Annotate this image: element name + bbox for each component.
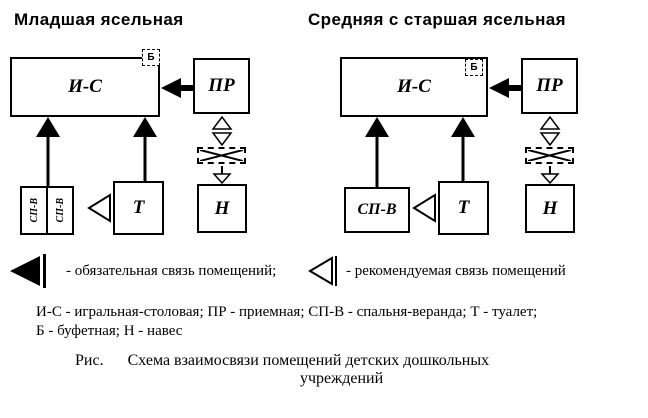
room-label-is: И-С	[397, 76, 431, 97]
definitions-line-1: И-С - игральная-столовая; ПР - приемная;…	[36, 304, 538, 320]
mandatory-up-arrow-icon	[133, 117, 157, 181]
cross-x-icon	[528, 150, 571, 161]
caption-line-2: учреждений	[300, 370, 384, 387]
room-box-pr: ПР	[193, 58, 250, 114]
recommended-down-arrow-icon	[540, 166, 560, 184]
mandatory-up-arrow-icon	[36, 117, 60, 186]
legend-recommended-arrow-icon	[308, 256, 337, 286]
room-label-b: Б	[470, 62, 478, 73]
recommended-vertical-arrow-icon	[539, 116, 561, 146]
room-box-b: Б	[142, 49, 160, 66]
legend-mandatory-label: - обязательная связь помещений;	[66, 263, 277, 279]
legend-recommended-label: - рекомендуемая связь помещений	[346, 263, 566, 279]
room-box-t: Т	[113, 181, 164, 235]
mandatory-left-arrow-icon	[161, 78, 194, 98]
mandatory-left-arrow-icon	[489, 78, 522, 98]
recommended-left-arrow-icon	[87, 193, 111, 223]
recommended-left-arrow-icon	[412, 193, 436, 223]
room-label-n: Н	[214, 197, 230, 219]
room-box-b: Б	[465, 59, 483, 76]
recommended-vertical-arrow-icon	[211, 116, 233, 146]
mandatory-up-arrow-icon	[365, 117, 389, 187]
room-label-b: Б	[147, 52, 155, 63]
legend-mandatory-arrow-icon	[10, 254, 46, 288]
room-label-spv-2: СП-В	[54, 198, 66, 223]
caption-line-1: Рис. Схема взаимосвязи помещений детских…	[75, 352, 490, 369]
room-box-spv-2: СП-В	[46, 186, 74, 235]
room-box-spv: СП-В	[344, 187, 410, 233]
crossed-link-box	[525, 147, 574, 164]
definitions-line-2: Б - буфетная; Н - навес	[36, 323, 183, 339]
recommended-down-arrow-icon	[212, 166, 232, 184]
figure-caption: Рис. Схема взаимосвязи помещений детских…	[75, 352, 595, 388]
room-box-spv-1: СП-В	[20, 186, 48, 235]
room-label-t: Т	[132, 197, 145, 218]
definitions-block: И-С - игральная-столовая; ПР - приемная;…	[36, 303, 537, 341]
crossed-link-box	[197, 147, 246, 164]
diagram-title-srednyaya: Средняя с старшая ясельная	[308, 10, 566, 29]
room-box-pr: ПР	[521, 58, 578, 114]
mandatory-up-arrow-icon	[451, 117, 475, 181]
room-box-n: Н	[197, 184, 247, 233]
room-label-spv: СП-В	[357, 201, 397, 218]
room-box-t: Т	[438, 181, 489, 235]
room-label-n: Н	[542, 197, 558, 219]
diagram-title-mladshaya: Младшая ясельная	[14, 10, 184, 29]
room-box-is: И-С	[340, 57, 488, 117]
room-label-pr: ПР	[208, 75, 235, 96]
room-label-is: И-С	[68, 76, 102, 97]
room-box-n: Н	[525, 184, 575, 233]
room-box-is: И-С	[10, 57, 160, 117]
room-label-spv-1: СП-В	[28, 198, 40, 223]
cross-x-icon	[200, 150, 243, 161]
room-label-pr: ПР	[536, 75, 563, 96]
room-label-t: Т	[457, 197, 470, 218]
